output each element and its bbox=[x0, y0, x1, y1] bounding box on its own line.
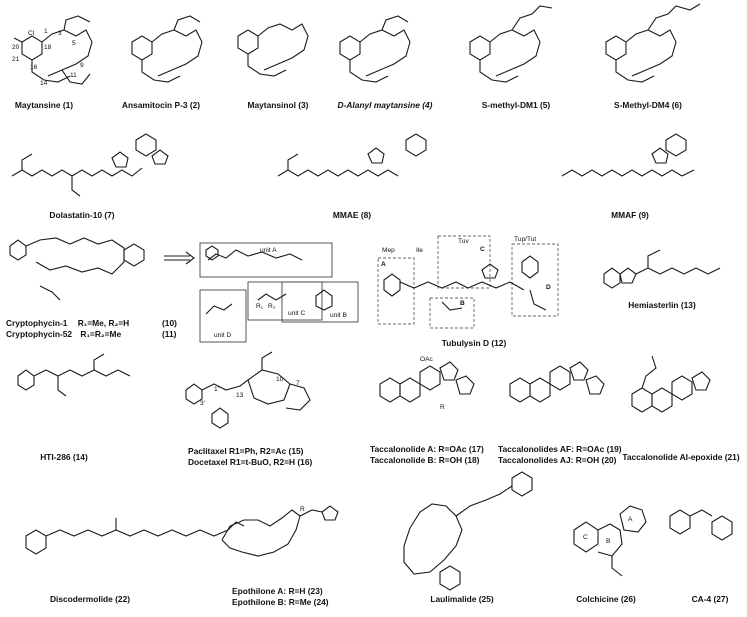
atom-label-10: 10 bbox=[276, 376, 284, 383]
box-b-label: B bbox=[460, 300, 465, 307]
ile-label: Ile bbox=[416, 247, 423, 254]
epothilone-structure bbox=[221, 505, 339, 557]
cryptophycin-52-substituents: R₁=R₂=Me bbox=[80, 329, 122, 339]
s-methyl-dm4-structure bbox=[605, 3, 701, 83]
caption-colchicine: Colchicine (26) bbox=[576, 594, 636, 604]
colchicine-structure bbox=[573, 505, 647, 577]
caption-dolastatin: Dolastatin-10 (7) bbox=[49, 210, 115, 220]
caption-taccalonolide-af: Taccalonolides AF: R=OAc (19) bbox=[498, 444, 622, 454]
tubulysin-structure bbox=[377, 235, 559, 329]
caption-mmae: MMAE (8) bbox=[332, 210, 372, 220]
s-methyl-dm1-structure bbox=[469, 5, 553, 83]
cryptophycin-52-name: Cryptophycin-52 bbox=[6, 329, 73, 339]
mep-label: Mep bbox=[382, 247, 395, 254]
box-c-label: C bbox=[480, 246, 485, 253]
atom-label-3p: 3' bbox=[200, 400, 205, 407]
caption-cryptophycin-52: Cryptophycin-52 R₁=R₂=Me (11) bbox=[6, 329, 176, 339]
box-a-label: A bbox=[381, 261, 386, 268]
cryptophycin-1-number: (10) bbox=[162, 318, 177, 328]
cryptophycin-52-number: (11) bbox=[162, 329, 177, 339]
atom-label-21: 21 bbox=[12, 56, 20, 63]
caption-hemiasterlin: Hemiasterlin (13) bbox=[628, 300, 696, 310]
caption-d-alanyl-maytansine: D-Alanyl maytansine (4) bbox=[337, 100, 433, 110]
atom-label-20: 20 bbox=[12, 44, 20, 51]
atom-label-3: 3 bbox=[58, 30, 62, 37]
caption-taccalonolide-b: Taccalonolide B: R=OH (18) bbox=[370, 455, 480, 465]
dolastatin-structure bbox=[11, 133, 169, 197]
atom-label-14: 14 bbox=[40, 80, 48, 87]
ring-b-label: B bbox=[606, 538, 611, 545]
maytansinol-structure bbox=[237, 23, 309, 77]
hti-286-structure bbox=[17, 353, 131, 397]
caption-tubulysin: Tubulysin D (12) bbox=[441, 338, 507, 348]
caption-epothilone-b: Epothilone B: R=Me (24) bbox=[232, 597, 329, 607]
ring-a-label: A bbox=[628, 516, 633, 523]
caption-laulimalide: Laulimalide (25) bbox=[430, 594, 494, 604]
taccalonolide-a-structure bbox=[379, 361, 475, 403]
cryptophycin-structure bbox=[9, 237, 145, 301]
caption-maytansine: Maytansine (1) bbox=[14, 100, 74, 110]
atom-label-16: 16 bbox=[30, 64, 38, 71]
caption-paclitaxel: Paclitaxel R1=Ph, R2=Ac (15) bbox=[188, 446, 304, 456]
ansamitocin-structure bbox=[131, 15, 203, 83]
atom-label-1p: 1' bbox=[214, 386, 219, 393]
cryptophycin-1-substituents: R₁=Me, R₂=H bbox=[77, 318, 130, 328]
caption-s-methyl-dm1: S-methyl-DM1 (5) bbox=[481, 100, 551, 110]
tup-label: Tup/Tut bbox=[514, 236, 537, 243]
laulimalide-structure bbox=[403, 471, 533, 591]
atom-label-5: 5 bbox=[72, 40, 76, 47]
taccalonolide-ai-structure bbox=[631, 355, 711, 413]
ring-c-label: C bbox=[583, 534, 588, 541]
unit-c-label: unit C bbox=[288, 310, 306, 317]
caption-ansamitocin: Ansamitocin P-3 (2) bbox=[121, 100, 201, 110]
atom-label-1: 1 bbox=[44, 28, 48, 35]
hemiasterlin-structure bbox=[603, 249, 721, 289]
caption-ca4: CA-4 (27) bbox=[691, 594, 729, 604]
caption-cryptophycin-1: Cryptophycin-1 R₁=Me, R₂=H (10) bbox=[6, 318, 177, 328]
box-d-label: D bbox=[546, 284, 551, 291]
caption-epothilone-a: Epothilone A: R=H (23) bbox=[232, 586, 323, 596]
atom-label-9: 9 bbox=[80, 62, 84, 69]
unit-b-label: unit B bbox=[330, 312, 347, 319]
oac-label: OAc bbox=[420, 356, 433, 363]
mmaf-structure bbox=[561, 133, 695, 177]
mmae-structure bbox=[277, 133, 427, 177]
caption-mmaf: MMAF (9) bbox=[611, 210, 649, 220]
caption-s-methyl-dm4: S-Methyl-DM4 (6) bbox=[614, 100, 682, 110]
r2-label: R₂ bbox=[268, 303, 276, 310]
atom-label-7: 7 bbox=[296, 380, 300, 387]
cryptophycin-arrow bbox=[164, 251, 195, 265]
caption-taccalonolide-a: Taccalonolide A: R=OAc (17) bbox=[370, 444, 484, 454]
discodermolide-structure bbox=[25, 518, 245, 555]
caption-maytansinol: Maytansinol (3) bbox=[247, 100, 309, 110]
caption-docetaxel: Docetaxel R1=t-BuO, R2=H (16) bbox=[188, 457, 313, 467]
atom-label-13: 13 bbox=[236, 392, 244, 399]
atom-label-18: 18 bbox=[44, 44, 52, 51]
cryptophycin-unit-boxes bbox=[199, 242, 359, 343]
chlorine-label: Cl bbox=[28, 30, 35, 37]
caption-hti-286: HTI-286 (14) bbox=[40, 452, 88, 462]
taccalonolide-af-structure bbox=[509, 361, 605, 403]
taxane-structure bbox=[185, 351, 311, 429]
unit-d-label: unit D bbox=[214, 332, 232, 339]
tuv-label: Tuv bbox=[458, 238, 469, 245]
ca4-structure bbox=[669, 509, 733, 541]
r-label-epothilone: R bbox=[300, 506, 305, 513]
r1-label: R₁ bbox=[256, 303, 263, 310]
cryptophycin-1-name: Cryptophycin-1 bbox=[6, 318, 68, 328]
unit-a-label: unit A bbox=[260, 247, 277, 254]
r-label-taccalonolide: R bbox=[440, 404, 445, 411]
d-alanyl-maytansine-structure bbox=[339, 15, 411, 83]
caption-taccalonolide-aj: Taccalonolides AJ: R=OH (20) bbox=[498, 455, 617, 465]
maytansine-structure bbox=[13, 15, 93, 85]
caption-discodermolide: Discodermolide (22) bbox=[49, 594, 131, 604]
atom-label-11: 11 bbox=[70, 72, 77, 79]
caption-taccalonolide-ai: Taccalonolide AI-epoxide (21) bbox=[622, 452, 740, 462]
